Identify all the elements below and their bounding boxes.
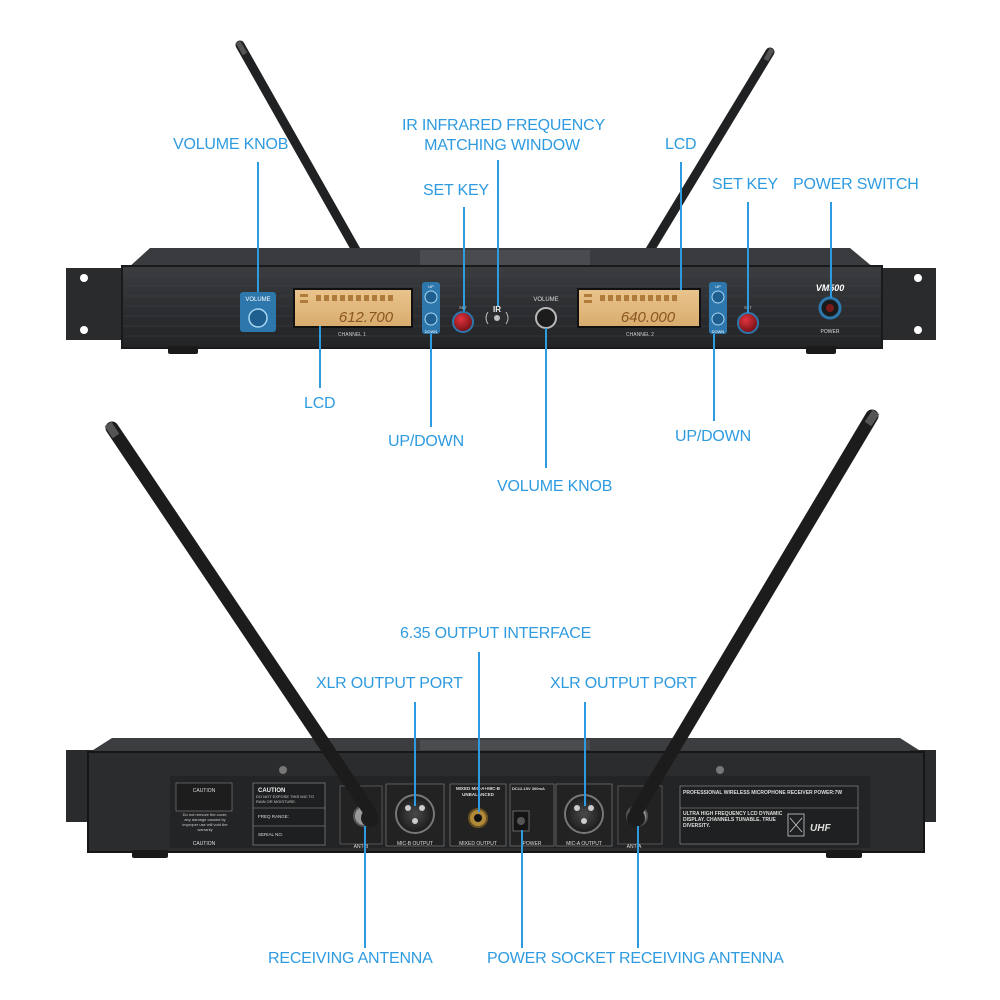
- rear-antenna-left: [104, 421, 379, 827]
- line-xlr-left: [414, 702, 416, 806]
- line-set-key-right: [747, 202, 749, 313]
- line-set-key-left: [463, 207, 465, 311]
- caution-moisture-text: DO NOT EXPOSE THIS MIC TO RAIN OR MOISTU…: [256, 794, 315, 804]
- lcd-channel-1: 612.700 CHANNEL 1: [293, 288, 413, 338]
- ir-window: IR: [485, 305, 509, 325]
- label-up-down-right: UP/DOWN: [675, 428, 751, 445]
- line-volume-knob-center: [545, 328, 547, 468]
- power-socket[interactable]: POWER: [509, 783, 555, 847]
- lcd-2-frequency: 640.000: [621, 309, 676, 326]
- features-text: ULTRA HIGH FREQUENCY LCD DYNAMIC DISPLAY…: [683, 811, 783, 829]
- xlr-output-mic-a[interactable]: MIC-A OUTPUT: [555, 783, 613, 847]
- label-ir-window-line2: MATCHING WINDOW: [424, 137, 580, 154]
- output-635-jack[interactable]: MIXED OUTPUT: [449, 783, 507, 847]
- line-power-socket: [521, 830, 523, 948]
- mixed-output-text: MIXED OUTPUT: [459, 841, 497, 847]
- label-lcd-left: LCD: [304, 395, 336, 412]
- label-power-switch: POWER SWITCH: [793, 176, 919, 193]
- label-volume-knob-left: VOLUME KNOB: [173, 136, 289, 153]
- freq-range-label: FREQ RANGE:: [258, 814, 289, 819]
- line-xlr-right: [584, 702, 586, 806]
- line-antenna-left: [364, 826, 366, 948]
- down-text-1: DOWN: [425, 329, 438, 334]
- label-antenna-right: RECEIVING ANTENNA: [619, 950, 784, 967]
- channel-2-label: CHANNEL 2: [626, 332, 654, 338]
- label-xlr-right: XLR OUTPUT PORT: [550, 675, 697, 692]
- line-power-switch: [830, 202, 832, 298]
- label-antenna-left: RECEIVING ANTENNA: [268, 950, 433, 967]
- mic-a-output-text: MIC-A OUTPUT: [566, 841, 602, 847]
- label-set-key-left: SET KEY: [423, 182, 489, 199]
- line-lcd-right: [680, 162, 682, 290]
- line-up-down-right: [713, 334, 715, 421]
- caution-small-text-2: CAUTION: [193, 841, 216, 847]
- product-info-label: UHF: [679, 785, 859, 845]
- up-text-1: UP: [428, 284, 434, 289]
- line-volume-knob-left: [257, 162, 259, 292]
- line-ir-window: [497, 160, 499, 306]
- caution-sticker-small: CAUTION CAUTION: [175, 782, 233, 847]
- label-power-socket: POWER SOCKET: [487, 950, 616, 967]
- lcd-channel-2: 640.000 CHANNEL 2: [577, 288, 701, 338]
- up-down-buttons-right[interactable]: UP DOWN: [709, 282, 727, 334]
- label-output-635: 6.35 OUTPUT INTERFACE: [400, 625, 592, 642]
- line-lcd-left: [319, 326, 321, 388]
- label-lcd-right: LCD: [665, 136, 697, 153]
- ant-a-text: ANT-A: [627, 844, 642, 850]
- label-ir-window-line1: IR INFRARED FREQUENCY: [402, 117, 605, 134]
- product-title-text: PROFESSIONAL WIRELESS MICROPHONE RECEIVE…: [683, 790, 843, 796]
- mic-b-output-text: MIC-B OUTPUT: [397, 841, 433, 847]
- front-antenna-left: [235, 40, 361, 255]
- ir-text: IR: [493, 305, 501, 314]
- up-down-buttons-left[interactable]: UP DOWN: [422, 282, 440, 334]
- caution-title: CAUTION: [258, 788, 285, 794]
- label-volume-knob-center: VOLUME KNOB: [497, 478, 613, 495]
- front-receiver-image: VOLUME 612.700 CHANNEL 1 UP DOWN SET IR: [66, 40, 936, 354]
- volume-knob-center[interactable]: VOLUME: [533, 297, 559, 329]
- ant-b-text: ANT-B: [354, 844, 369, 850]
- dc-spec-text: DC12-15V 300mA: [512, 786, 545, 791]
- label-up-down-left: UP/DOWN: [388, 433, 464, 450]
- line-up-down-left: [430, 334, 432, 427]
- caution-box: CAUTION FREQ RANGE: SERIAL NO.: [252, 782, 326, 846]
- rear-antenna-right: [627, 409, 880, 827]
- up-text-2: UP: [715, 284, 721, 289]
- caution-small-text: CAUTION: [193, 788, 216, 794]
- power-text: POWER: [821, 329, 840, 335]
- xlr-output-mic-b[interactable]: MIC-B OUTPUT: [385, 783, 445, 847]
- warning-text: Do not remove the cover, any damage caus…: [182, 812, 228, 832]
- rear-receiver-image: CAUTION CAUTION Do not remove the cover,…: [66, 409, 936, 858]
- serial-no-label: SERIAL NO.: [258, 832, 283, 837]
- line-antenna-right: [637, 826, 639, 948]
- label-set-key-right: SET KEY: [712, 176, 778, 193]
- volume-knob-left[interactable]: VOLUME: [240, 292, 276, 332]
- panel-volume-text-2: VOLUME: [533, 297, 558, 303]
- label-xlr-left: XLR OUTPUT PORT: [316, 675, 463, 692]
- uhf-logo: UHF: [810, 823, 831, 834]
- power-socket-text: POWER: [523, 841, 542, 847]
- front-antenna-right: [645, 47, 775, 255]
- line-output-635: [478, 652, 480, 812]
- lcd-1-frequency: 612.700: [339, 309, 394, 326]
- panel-volume-text: VOLUME: [245, 297, 270, 303]
- label-ir-window: IR INFRARED FREQUENCY MATCHING WINDOW: [402, 117, 605, 155]
- channel-1-label: CHANNEL 1: [338, 332, 366, 338]
- down-text-2: DOWN: [712, 329, 725, 334]
